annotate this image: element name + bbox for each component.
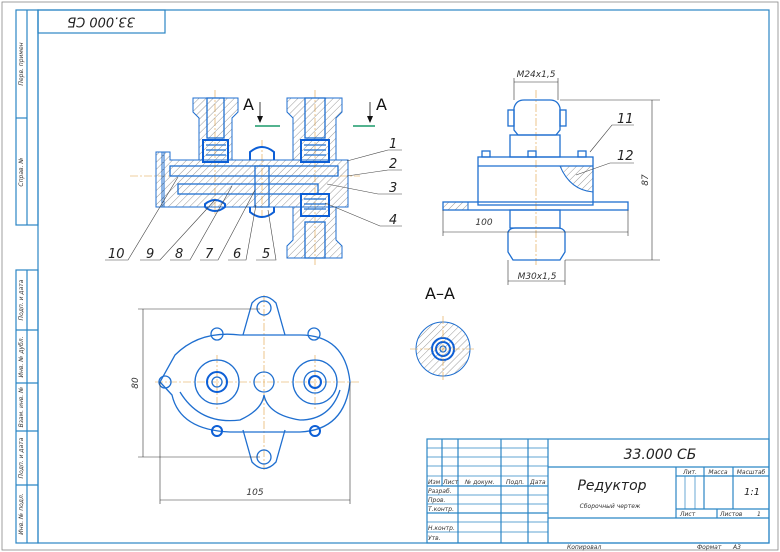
front-callouts: 1 2 3 4 10 9 8 7 6 5 — [105, 137, 402, 262]
dim-width-100: 100 — [475, 218, 492, 228]
title-block: 33.000 СБ Редуктор Сборочный чертеж Изм … — [426, 438, 770, 551]
col-header-izm: Изм — [428, 479, 441, 486]
format-value: А3 — [732, 544, 741, 551]
col-header-doc: № докум. — [464, 479, 495, 486]
callout-5: 5 — [262, 247, 270, 262]
strip-cell: Взам. инв. № — [18, 387, 25, 428]
callout-8: 8 — [175, 247, 183, 262]
strip-cell: Справ. № — [18, 157, 25, 186]
dim-width-105: 105 — [246, 488, 263, 498]
scale-label: Масштаб — [737, 469, 766, 476]
section-mark-left: А — [243, 95, 254, 114]
dim-top-thread: М24х1,5 — [517, 70, 556, 80]
scale-value: 1:1 — [744, 487, 760, 498]
callout-11: 11 — [617, 112, 634, 127]
callout-3: 3 — [389, 181, 397, 196]
callout-2: 2 — [389, 157, 397, 172]
section-mark-right: А — [376, 95, 387, 114]
title-name: Редуктор — [577, 478, 646, 494]
top-stamp-designation: 33.000 СБ — [67, 14, 135, 29]
format-label: Формат — [697, 544, 722, 551]
section-aa: А–А — [410, 284, 476, 382]
dim-height-87: 87 — [641, 174, 651, 186]
side-view-dimensions: М24х1,5 87 100 М30х1,5 11 12 — [442, 70, 660, 285]
sheets-value: 1 — [757, 511, 761, 518]
role-checker: Пров. — [428, 497, 446, 504]
callout-9: 9 — [146, 247, 154, 262]
section-marks: А А — [243, 95, 387, 127]
side-strip: Перв. примен Справ. № Подп. и дата Инв. … — [15, 9, 39, 544]
callout-6: 6 — [233, 247, 241, 262]
sheet-label: Лист — [679, 511, 696, 518]
callout-12: 12 — [617, 149, 634, 164]
side-view — [442, 90, 629, 265]
dim-height-80: 80 — [131, 377, 141, 389]
mass-label: Масса — [708, 469, 727, 476]
bottom-view-dimensions: 80 105 — [131, 308, 351, 504]
callout-7: 7 — [205, 247, 214, 262]
lit-label: Лит. — [682, 469, 697, 476]
copied-label: Копировал — [567, 544, 601, 551]
callout-10: 10 — [108, 247, 125, 262]
callout-1: 1 — [389, 137, 397, 152]
strip-cell: Перв. примен — [18, 42, 25, 85]
role-tech-control: Т.контр. — [428, 506, 454, 513]
front-section-view — [130, 90, 360, 265]
callout-4: 4 — [389, 213, 397, 228]
role-norm-control: Н.контр. — [428, 525, 455, 532]
strip-cell: Инв. № дубл. — [18, 336, 25, 377]
title-doc-type: Сборочный чертеж — [580, 503, 641, 510]
dim-bottom-thread: М30х1,5 — [518, 272, 557, 282]
col-header-sign: Подп. — [506, 479, 524, 486]
strip-cell: Инв. № подл. — [18, 493, 25, 534]
section-aa-label: А–А — [425, 284, 455, 303]
role-approved: Утв. — [428, 535, 441, 542]
top-stamp: 33.000 СБ — [37, 9, 166, 34]
col-header-list: Лист — [442, 479, 459, 486]
strip-cell: Подп. и дата — [18, 437, 25, 478]
col-header-date: Дата — [529, 479, 546, 486]
sheets-label: Листов — [719, 511, 743, 518]
bottom-view — [155, 295, 360, 470]
strip-cell: Подп. и дата — [18, 279, 25, 320]
role-developer: Разраб. — [428, 488, 452, 495]
title-designation: 33.000 СБ — [624, 447, 697, 463]
